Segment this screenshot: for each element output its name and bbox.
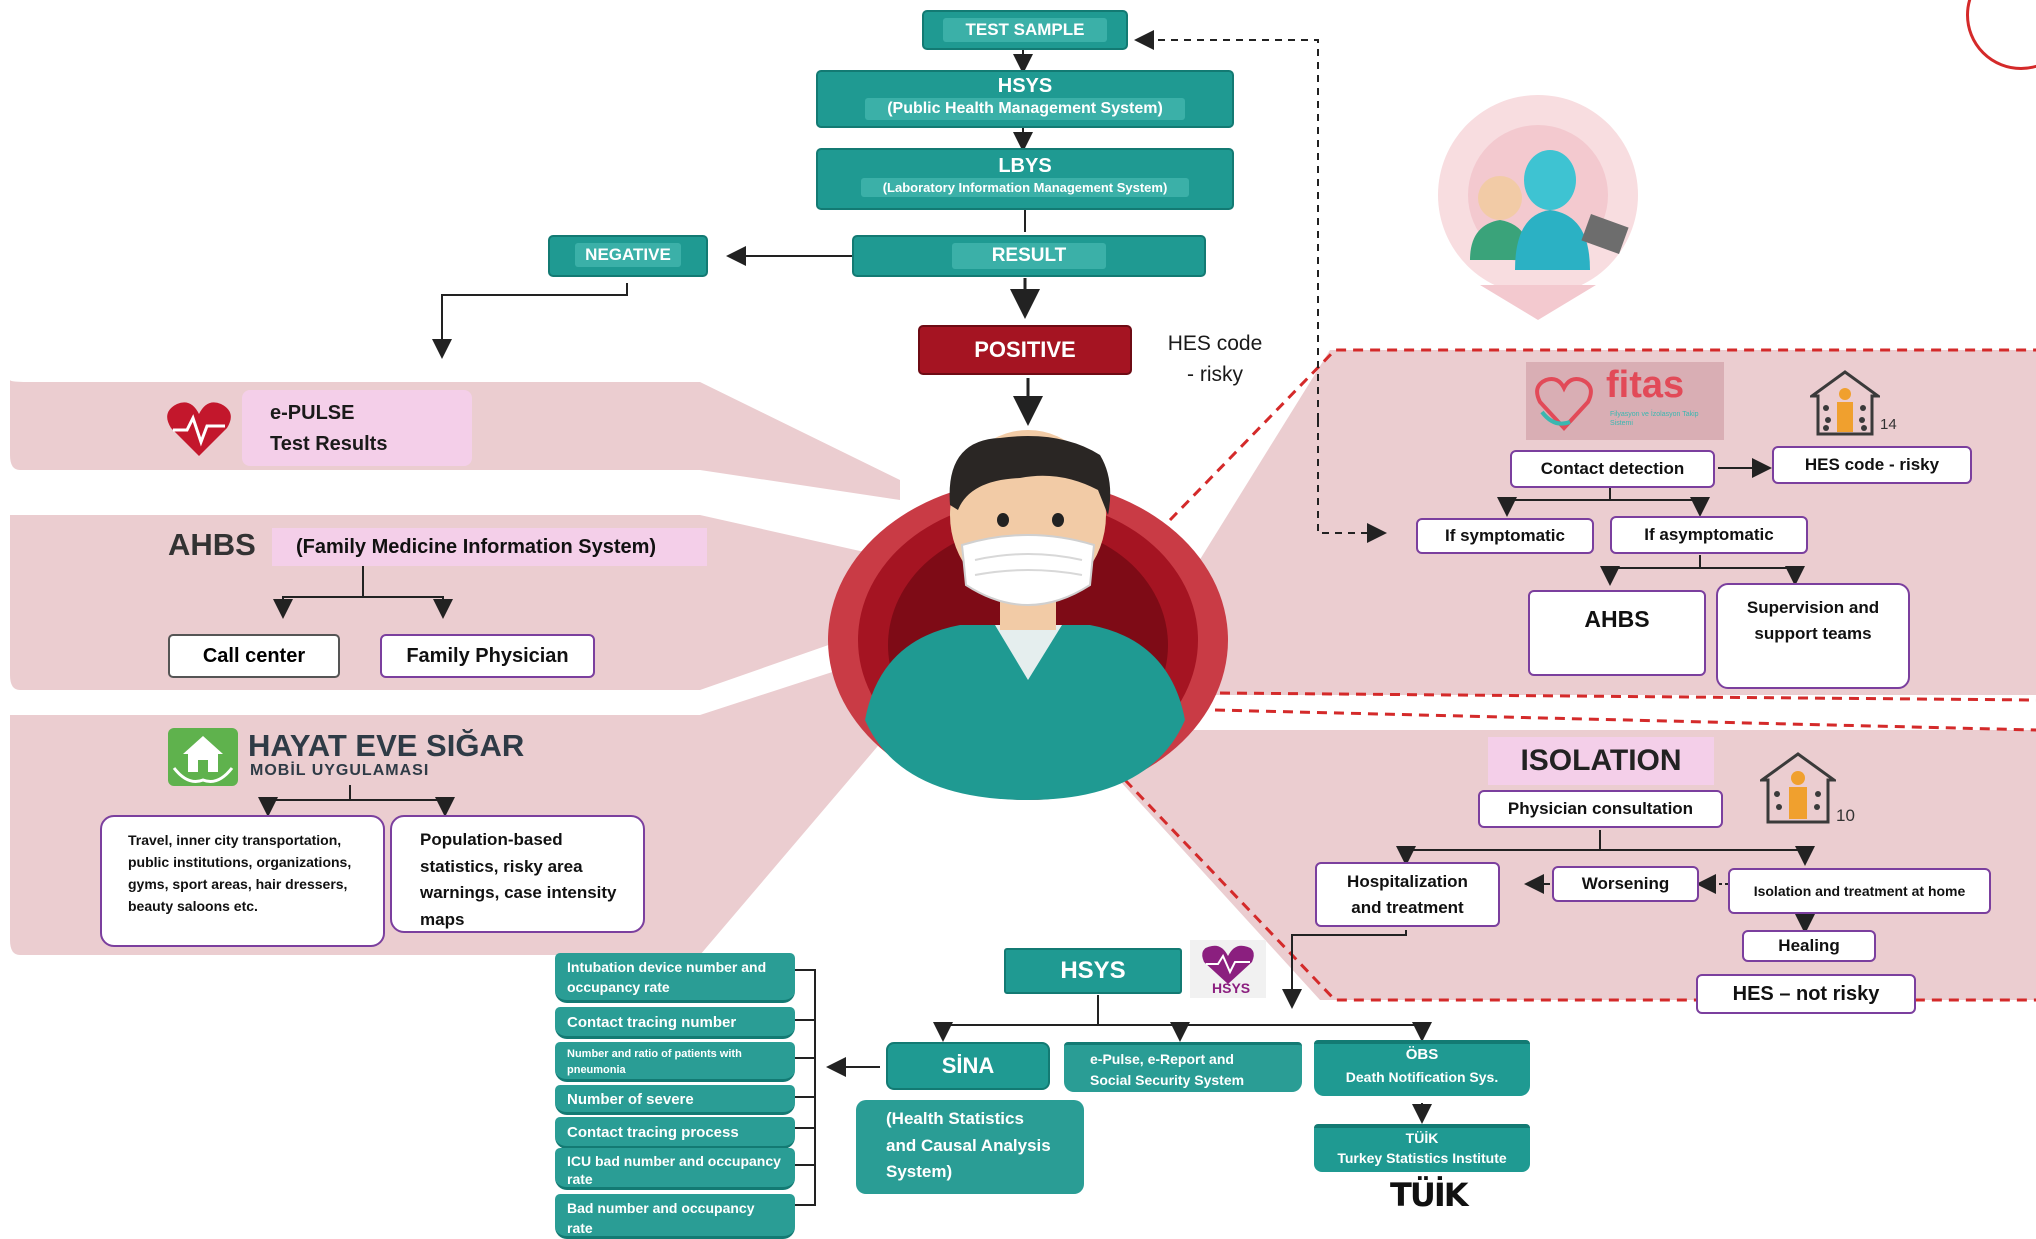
ministry-seal-icon (1966, 0, 2036, 70)
tuik-title: TÜİK (1405, 1130, 1439, 1146)
house-days-10: 10 (1836, 806, 1855, 825)
hayat-subtitle: MOBİL UYGULAMASI (250, 762, 430, 779)
obs-box: ÖBS Death Notification Sys. (1314, 1040, 1530, 1096)
house-hands-icon (168, 728, 238, 786)
epulse-label-box: e-PULSE Test Results (242, 390, 472, 466)
obs-title: ÖBS (1405, 1046, 1439, 1063)
stat-item: Contact tracing process (555, 1117, 795, 1149)
if-asymptomatic-box: If asymptomatic (1610, 516, 1808, 554)
supervision-line1: Supervision and (1746, 598, 1880, 617)
heart-pulse-icon (165, 400, 233, 458)
lbys-title: LBYS (998, 155, 1052, 177)
positive-label: POSITIVE (974, 337, 1076, 362)
tuik-subtitle: Turkey Statistics Institute (1337, 1150, 1507, 1166)
ahbs-subtitle: (Family Medicine Information System) (272, 528, 707, 566)
hes-risky-note: HES code - risky (1160, 328, 1270, 390)
house-days-14: 14 (1880, 416, 1897, 433)
stat-item: ICU bad number and occupancy rate (555, 1148, 795, 1190)
sina-box: SİNA (886, 1042, 1050, 1090)
epulse-line1: e-PULSE (270, 402, 355, 424)
result-box: RESULT (852, 235, 1206, 277)
if-symptomatic-box: If symptomatic (1416, 518, 1594, 554)
fitas-logo-sub: Filyasyon ve İzolasyon Takip Sistemi (1610, 411, 1699, 427)
test-sample-label: TEST SAMPLE (943, 18, 1107, 42)
hospitalization-line2: and treatment (1351, 898, 1464, 917)
hes-risky-box: HES code - risky (1772, 446, 1972, 484)
isolation-home-box: Isolation and treatment at home (1728, 868, 1991, 914)
supervision-line2: support teams (1754, 624, 1872, 643)
sina-desc-line3: System) (886, 1162, 953, 1181)
sina-description: (Health Statistics and Causal Analysis S… (856, 1100, 1084, 1194)
negative-label: NEGATIVE (575, 243, 681, 267)
hsys-logo-text: HSYS (1212, 980, 1251, 996)
fitas-heart-icon (1535, 377, 1593, 431)
call-center-box: Call center (168, 634, 340, 678)
hsys-bottom-box: HSYS (1004, 948, 1182, 994)
sina-desc-line2: and Causal Analysis (886, 1135, 1051, 1155)
hsys-title: HSYS (997, 75, 1053, 97)
hes-risky-line1: HES code (1167, 332, 1263, 355)
fitas-logo: fitas Filyasyon ve İzolasyon Takip Siste… (1526, 362, 1724, 440)
hes-risky-line2: - risky (1187, 363, 1243, 386)
stat-item: Intubation device number and occupancy r… (555, 953, 795, 1003)
ahbs-right-box: AHBS (1528, 590, 1706, 676)
hsys-subtitle: (Public Health Management System) (865, 98, 1185, 120)
test-sample-box: TEST SAMPLE (922, 10, 1128, 50)
negative-box: NEGATIVE (548, 235, 708, 277)
population-box: Population-based statistics, risky area … (390, 815, 645, 933)
stat-item: Bad number and occupancy rate (555, 1194, 795, 1239)
worsening-box: Worsening (1552, 866, 1699, 902)
epulse-ereport-box: e-Pulse, e-Report and Social Security Sy… (1064, 1042, 1302, 1092)
tuik-box: TÜİK Turkey Statistics Institute (1314, 1124, 1530, 1172)
obs-subtitle: Death Notification Sys. (1345, 1069, 1499, 1085)
sina-desc-line1: (Health Statistics (886, 1109, 1024, 1128)
fitas-logo-text: fitas (1606, 364, 1685, 406)
hospitalization-box: Hospitalization and treatment (1315, 862, 1500, 927)
epulse-ereport-line1: e-Pulse, e-Report and (1090, 1051, 1234, 1067)
hsys-box: HSYS (Public Health Management System) (816, 70, 1234, 128)
travel-box: Travel, inner city transportation, publi… (100, 815, 385, 947)
lbys-box: LBYS (Laboratory Information Management … (816, 148, 1234, 210)
physician-consultation-box: Physician consultation (1478, 790, 1723, 828)
healing-box: Healing (1742, 930, 1876, 962)
hes-not-risky-box: HES – not risky (1696, 974, 1916, 1014)
stat-item: Contact tracing number (555, 1007, 795, 1039)
epulse-line2: Test Results (270, 433, 388, 455)
hsys-logo: HSYS (1190, 940, 1266, 998)
contact-detection-box: Contact detection (1510, 450, 1715, 488)
stat-item: Number of severe (555, 1085, 795, 1115)
ahbs-title: AHBS (168, 527, 256, 562)
lbys-subtitle: (Laboratory Information Management Syste… (860, 178, 1190, 197)
house-person-icon: 14 (1807, 370, 1900, 436)
epulse-ereport-line2: Social Security System (1090, 1072, 1245, 1088)
house-person-icon-2: 10 (1757, 752, 1860, 825)
tuik-logo: TÜİK (1390, 1176, 1469, 1214)
supervision-box: Supervision and support teams (1716, 583, 1910, 689)
hospitalization-line1: Hospitalization (1347, 872, 1468, 891)
positive-box: POSITIVE (918, 325, 1132, 375)
isolation-title: ISOLATION (1488, 737, 1714, 785)
hayat-title: HAYAT EVE SIĞAR (248, 728, 525, 763)
result-label: RESULT (951, 243, 1107, 269)
stat-item: Number and ratio of patients with pneumo… (555, 1042, 795, 1082)
family-physician-box: Family Physician (380, 634, 595, 678)
